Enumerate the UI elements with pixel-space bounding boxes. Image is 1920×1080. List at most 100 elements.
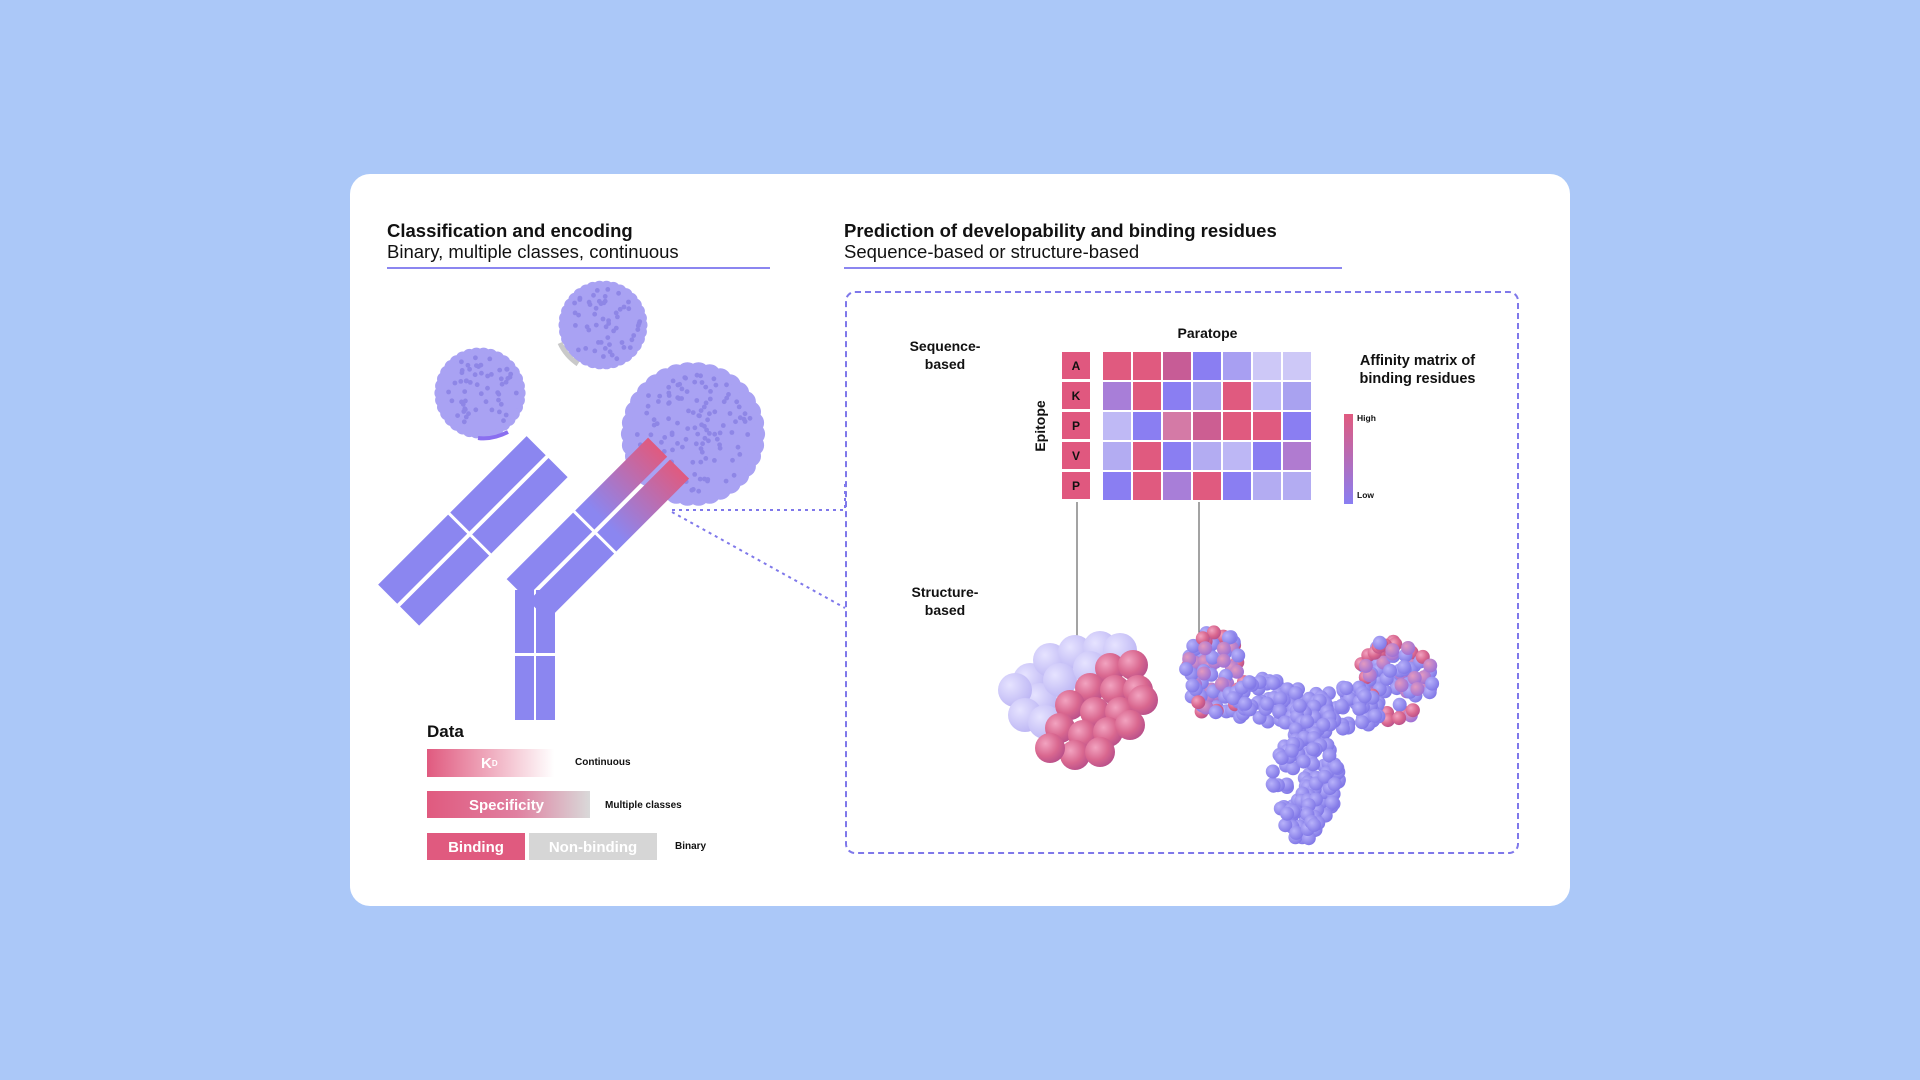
atom — [1392, 697, 1407, 712]
antigen-dot — [707, 396, 713, 402]
atom — [1410, 682, 1425, 696]
atom — [1392, 711, 1407, 726]
atom — [1191, 695, 1206, 710]
atom — [1339, 681, 1354, 696]
antigen-dot — [745, 432, 751, 437]
multiple-classes-label: Multiple classes — [605, 800, 682, 811]
antigen-dot — [592, 348, 598, 354]
atom — [1372, 635, 1387, 650]
antigen-dot — [503, 412, 509, 418]
atom — [1274, 751, 1289, 765]
non-binding-bar — [529, 833, 657, 860]
specificity-label: Specificity — [469, 796, 545, 814]
atom — [1260, 696, 1275, 711]
antigen-dot — [501, 418, 506, 424]
antigen-dot — [735, 444, 741, 450]
atom — [1060, 740, 1090, 770]
antigen-dot — [693, 441, 699, 447]
matrix-cell — [1163, 472, 1191, 500]
right-title: Prediction of developability and binding… — [844, 220, 1277, 241]
antigen-dot — [613, 310, 619, 316]
antigen-dot — [714, 436, 720, 442]
antigen-dot — [466, 411, 471, 417]
antigen-dot — [577, 297, 583, 302]
matrix-cell — [1163, 412, 1191, 440]
antigen-dot — [593, 305, 599, 311]
affinity-title-line-1: Affinity matrix of — [1359, 353, 1476, 369]
antigen-dot — [496, 397, 501, 403]
antigen-dot — [697, 413, 702, 419]
antigen-dot — [594, 288, 600, 293]
antigen-dot — [706, 438, 711, 444]
antigen-dot — [737, 415, 743, 421]
structure-based-line-1: Structure- — [911, 584, 979, 600]
antigen-dot — [737, 452, 743, 457]
antigen-dot — [605, 287, 611, 292]
antigen-dot — [455, 413, 460, 418]
antigen-dot — [707, 431, 712, 436]
atom — [1325, 795, 1340, 810]
antigen-dot — [496, 391, 502, 397]
antigen-dot — [685, 426, 691, 431]
atom — [1115, 710, 1145, 740]
right-header-rule — [844, 267, 1342, 269]
atom — [1352, 701, 1367, 716]
antigen-dot — [467, 366, 472, 372]
prediction-frame — [845, 291, 1519, 854]
antigen-dot — [721, 399, 727, 405]
atom — [1266, 676, 1281, 690]
antigen-dot — [720, 423, 726, 428]
antigen-dot — [592, 311, 598, 317]
atom — [1357, 689, 1372, 704]
antigen-dot — [473, 355, 478, 361]
antigen-dot — [679, 386, 685, 392]
antigen-dot — [586, 327, 592, 333]
antigen-dot — [659, 439, 664, 445]
atom — [1280, 806, 1295, 821]
antigen-dot — [717, 445, 723, 451]
antigen-dot — [698, 373, 703, 379]
antigen-dot — [611, 328, 616, 334]
atom — [1128, 685, 1158, 715]
antigen-dot — [692, 425, 698, 431]
left-title: Classification and encoding — [387, 220, 633, 241]
antigen-dot — [661, 449, 667, 454]
antigen-dot — [576, 347, 581, 353]
antigen-dot — [694, 398, 700, 403]
antigen-dot — [712, 458, 717, 463]
matrix-cell — [1103, 442, 1131, 470]
antigen-dot — [461, 409, 467, 414]
antigen-dot — [606, 321, 612, 326]
atom — [1368, 708, 1383, 723]
atom — [1208, 705, 1223, 720]
antigen-dot — [679, 396, 684, 401]
binding-label: Binding — [448, 838, 504, 856]
antigen-dot — [637, 319, 643, 324]
continuous-label: Continuous — [575, 757, 631, 768]
antigen-dot — [692, 472, 698, 477]
antigen-dot — [614, 356, 620, 362]
matrix-cell — [1193, 442, 1221, 470]
matrix-cell — [1193, 352, 1221, 380]
antigen-dot — [489, 372, 494, 377]
antigen-dot — [583, 346, 589, 351]
antigen-dot — [699, 380, 705, 385]
matrix-cell — [1253, 442, 1281, 470]
atom — [1329, 759, 1343, 774]
antigen-dot — [696, 488, 702, 494]
sequence-based-line-2: based — [924, 356, 966, 372]
antigen-dot — [704, 427, 709, 433]
atom — [1214, 677, 1229, 692]
antigen-dot — [733, 419, 738, 425]
binding-bar — [427, 833, 525, 860]
antibody-structure — [1179, 625, 1440, 846]
matrix-cell — [1223, 382, 1251, 410]
epitope-residue: P — [1062, 412, 1090, 439]
epitope-residue: P — [1062, 472, 1090, 499]
antigen-dot — [487, 356, 493, 362]
matrix-cell — [1193, 412, 1221, 440]
atom — [1043, 663, 1077, 697]
antigen-dot — [669, 432, 675, 438]
antigen-dot — [497, 367, 503, 373]
antigen-dot — [452, 380, 458, 386]
